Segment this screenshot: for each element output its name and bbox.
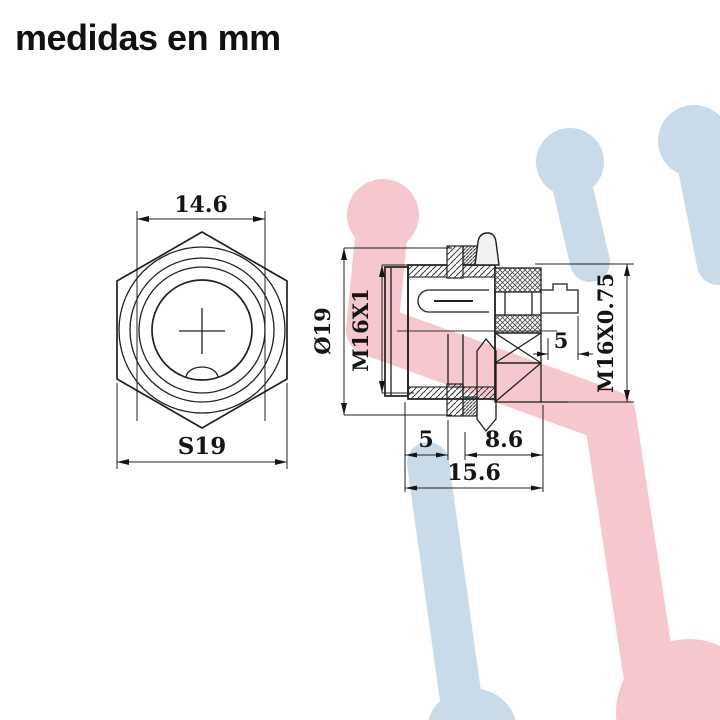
hex-corner-lens xyxy=(476,337,497,433)
side-view: Ø19 M16X1 M16X0.75 5 xyxy=(310,232,634,492)
rear-spigot xyxy=(541,283,579,314)
panel-nut-bottom xyxy=(446,383,464,417)
dimension-dia19: Ø19 xyxy=(310,247,452,416)
watermark xyxy=(346,105,720,720)
pink-ball-shape xyxy=(616,639,720,720)
blue-finger-stem-right xyxy=(678,147,720,285)
dim-label-rear-stub: 5 xyxy=(554,328,569,353)
rear-lower-body xyxy=(494,362,542,403)
dimension-8-6: 8.6 xyxy=(464,405,544,492)
flange-circle xyxy=(118,246,286,414)
panel-nut-top xyxy=(446,245,464,279)
shell-circle xyxy=(129,257,275,403)
blue-ball-shape xyxy=(428,688,516,720)
dimension-rear-5: 5 xyxy=(533,316,593,360)
dimension-m16x075: M16X0.75 xyxy=(535,263,634,403)
hex-nut-outline xyxy=(116,231,288,429)
dim-label-mid-segment: 8.6 xyxy=(485,427,523,453)
hex-corner-dome xyxy=(474,232,500,266)
page-title: medidas en mm xyxy=(15,17,281,58)
knurl-block-bottom xyxy=(494,314,542,334)
blue-stripe-shape xyxy=(407,442,482,720)
socket-slot xyxy=(417,289,489,313)
dim-label-rear-thread: M16X0.75 xyxy=(593,273,618,393)
front-view: 14.6 S19 xyxy=(116,192,288,469)
dim-label-socket-diameter: 14.6 xyxy=(174,192,228,218)
pink-arm-shape xyxy=(346,192,675,698)
dim-label-front-segment: 5 xyxy=(418,427,433,453)
dim-label-front-thread: M16X1 xyxy=(348,288,373,371)
dimension-15-6: 15.6 xyxy=(405,460,543,491)
socket-bore-circle xyxy=(151,279,253,381)
lock-washer-bottom xyxy=(462,396,478,417)
blue-finger-stem-left xyxy=(552,165,610,282)
dimension-s19: S19 xyxy=(116,383,288,469)
dimension-bottom-5: 5 xyxy=(404,402,449,492)
knurl-block-top xyxy=(494,267,542,293)
dim-label-outer-diameter: Ø19 xyxy=(310,307,335,355)
dim-label-hex-flats: S19 xyxy=(178,433,227,460)
dimension-m16x1: M16X1 xyxy=(348,264,414,394)
keyway-notch xyxy=(185,366,219,379)
dimension-14-6: 14.6 xyxy=(136,192,266,421)
dim-label-total-length: 15.6 xyxy=(447,460,501,486)
